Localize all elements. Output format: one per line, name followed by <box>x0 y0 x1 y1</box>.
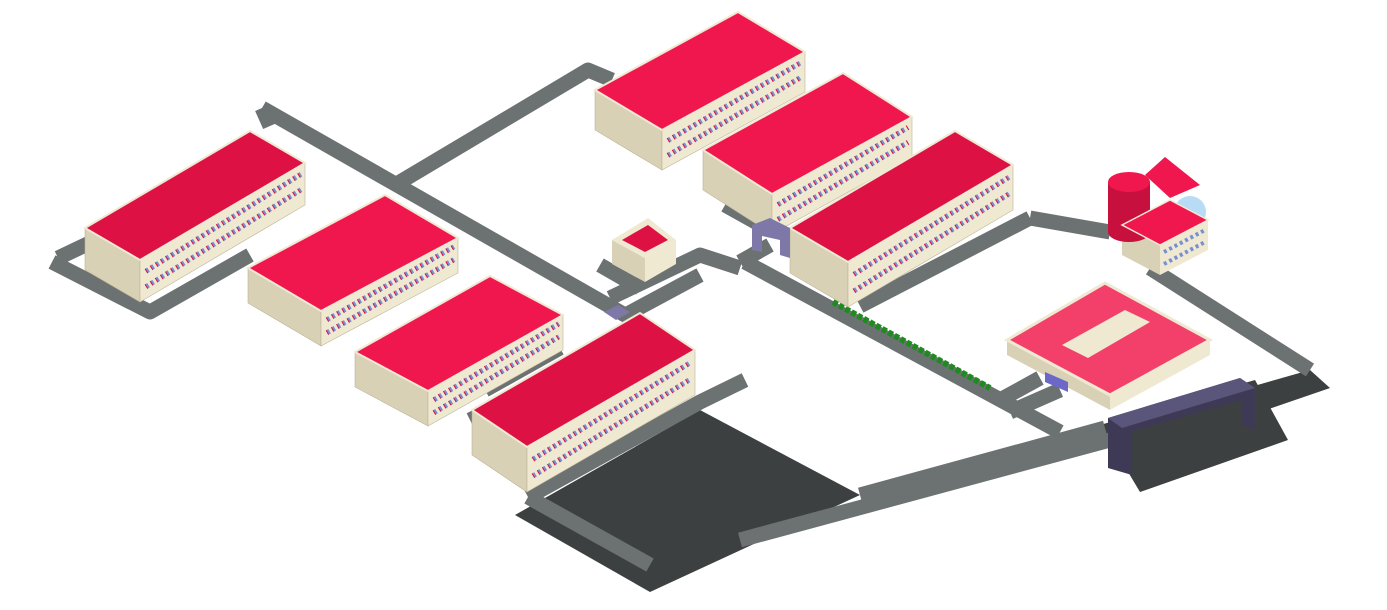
window-row <box>852 191 1011 294</box>
pavilion-wall <box>1110 340 1210 410</box>
house-roof <box>622 225 668 252</box>
tower-roof <box>1120 199 1210 246</box>
road <box>524 490 654 572</box>
parking-lot <box>1240 370 1330 412</box>
window-row <box>531 360 693 462</box>
parking-lot <box>1100 380 1288 492</box>
entrance-gate <box>1108 378 1255 475</box>
building <box>470 311 697 493</box>
window-row <box>531 376 693 479</box>
hedge <box>831 299 992 391</box>
window-row <box>852 175 1011 277</box>
road <box>48 248 254 320</box>
small-house <box>612 218 676 282</box>
pavilion-wall <box>1007 340 1110 410</box>
window-row <box>325 244 456 322</box>
window-row <box>144 172 303 274</box>
building-roof <box>83 129 307 262</box>
window-row <box>1163 228 1206 254</box>
gate-top <box>1108 378 1255 428</box>
house-wall <box>612 240 645 282</box>
road <box>736 238 774 269</box>
road <box>616 268 704 325</box>
gate-arch <box>752 218 790 258</box>
window-row <box>776 140 910 222</box>
building <box>701 71 914 235</box>
road <box>524 373 749 504</box>
buildings <box>83 10 1255 493</box>
building <box>788 129 1015 308</box>
house-wall <box>645 240 676 282</box>
road <box>1006 383 1064 419</box>
building <box>245 193 461 347</box>
road <box>738 432 1112 548</box>
hedge-row <box>831 299 992 391</box>
window-row <box>325 257 456 335</box>
building-roof <box>701 71 914 196</box>
road <box>856 211 1034 313</box>
tower-cylinder-top <box>1108 172 1150 192</box>
gate <box>1108 378 1255 475</box>
pavilion <box>1003 281 1214 410</box>
window-row <box>432 321 561 402</box>
window-row <box>776 125 910 207</box>
building <box>592 10 808 171</box>
building-roof <box>245 193 461 313</box>
tower-roof <box>1145 157 1200 198</box>
window-row <box>432 334 561 415</box>
window-row <box>144 187 303 289</box>
road <box>255 104 277 130</box>
pavilion-roof-block <box>1062 310 1150 358</box>
window-row <box>1163 240 1206 266</box>
building <box>83 129 307 303</box>
gate-arch <box>604 305 630 320</box>
road <box>391 62 615 192</box>
building-roof <box>470 311 697 449</box>
road <box>596 258 644 295</box>
road <box>858 420 1107 503</box>
road <box>1145 261 1315 377</box>
building-roof <box>788 129 1015 264</box>
tower-building <box>1108 157 1210 275</box>
window-row <box>666 75 803 158</box>
building-roof <box>592 10 808 132</box>
building <box>352 274 566 427</box>
window-row <box>666 60 803 143</box>
entrance <box>1045 372 1068 392</box>
parking-lot <box>515 410 860 592</box>
road <box>1028 210 1112 240</box>
building-roof <box>352 274 566 393</box>
parking-lots <box>515 370 1330 592</box>
road <box>996 371 1044 407</box>
small-gate <box>604 218 790 320</box>
